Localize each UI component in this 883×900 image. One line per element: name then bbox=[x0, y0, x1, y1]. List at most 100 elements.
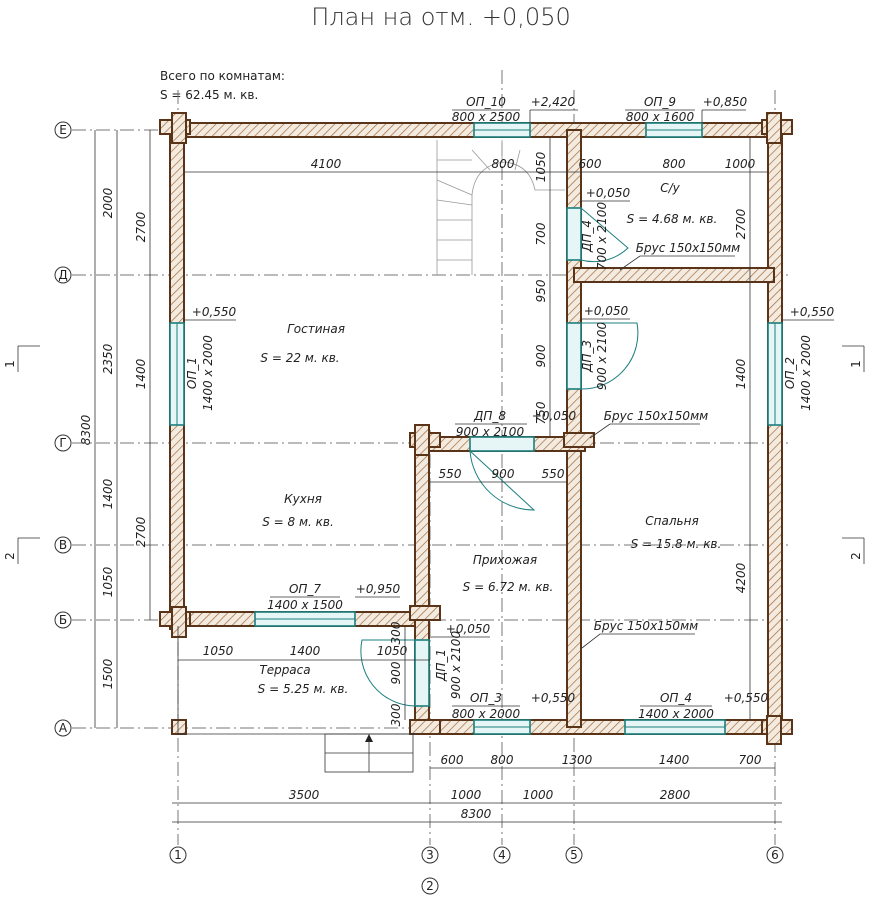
svg-text:2: 2 bbox=[426, 879, 434, 893]
door-dp1 bbox=[360, 639, 430, 707]
axis-marker-e: Е bbox=[54, 121, 72, 139]
svg-text:600: 600 bbox=[579, 157, 602, 171]
svg-text:2: 2 bbox=[849, 552, 863, 560]
label-op9: ОП_9 800 х 1600 +0,850 bbox=[625, 95, 748, 124]
room-terrace-area: S = 5.25 м. кв. bbox=[258, 682, 349, 696]
axis-marker-4: 4 bbox=[493, 846, 511, 864]
svg-text:1400 х 1500: 1400 х 1500 bbox=[267, 598, 343, 612]
svg-text:6: 6 bbox=[771, 848, 779, 862]
svg-text:4100: 4100 bbox=[311, 157, 342, 171]
room-hall-name: Прихожая bbox=[473, 553, 537, 567]
svg-text:Г: Г bbox=[59, 436, 66, 450]
svg-text:2000: 2000 bbox=[101, 187, 115, 218]
svg-text:1050: 1050 bbox=[534, 151, 548, 182]
svg-text:+0,850: +0,850 bbox=[703, 95, 748, 109]
svg-text:ОП_7: ОП_7 bbox=[289, 582, 321, 596]
svg-text:800 х 1600: 800 х 1600 bbox=[626, 110, 695, 124]
entrance-steps bbox=[324, 733, 414, 773]
svg-text:900 х 2100: 900 х 2100 bbox=[449, 631, 463, 700]
svg-text:700 х 2100: 700 х 2100 bbox=[595, 202, 609, 271]
svg-text:ОП_2: ОП_2 bbox=[783, 357, 797, 389]
section-mark-1-left: 1 bbox=[3, 345, 40, 372]
svg-text:ОП_3: ОП_3 bbox=[470, 691, 502, 705]
svg-text:1000: 1000 bbox=[523, 788, 554, 802]
room-bath-name: С/у bbox=[660, 181, 680, 195]
svg-text:300: 300 bbox=[389, 621, 403, 644]
left-dimensions-outer: 2000 2350 1400 1050 1500 bbox=[101, 130, 118, 728]
svg-text:А: А bbox=[59, 721, 68, 735]
svg-text:800: 800 bbox=[491, 753, 514, 767]
svg-text:1400: 1400 bbox=[734, 358, 748, 389]
bottom-dimensions-1: 600 800 1300 1400 700 bbox=[430, 753, 775, 769]
window-op1 bbox=[169, 322, 185, 426]
room-terrace-name: Терраса bbox=[259, 663, 310, 677]
svg-text:Е: Е bbox=[59, 123, 67, 137]
svg-text:5: 5 bbox=[570, 848, 578, 862]
svg-text:2800: 2800 bbox=[660, 788, 691, 802]
svg-text:1400: 1400 bbox=[101, 478, 115, 509]
label-op10: ОП_10 800 х 2500 +2,420 bbox=[452, 95, 578, 124]
room-bath-area: S = 4.68 м. кв. bbox=[627, 212, 718, 226]
axis-marker-d: Д bbox=[54, 266, 72, 284]
svg-text:900 х 2100: 900 х 2100 bbox=[595, 322, 609, 391]
room-living-area: S = 22 м. кв. bbox=[260, 351, 339, 365]
section-mark-2-left: 2 bbox=[3, 537, 40, 564]
svg-text:950: 950 bbox=[534, 279, 548, 302]
svg-text:600: 600 bbox=[441, 753, 464, 767]
label-dp8: ДП_8 900 х 2100 +0,050 bbox=[455, 409, 577, 439]
beam-note-3: Брус 150х150мм bbox=[581, 619, 698, 649]
svg-text:1050: 1050 bbox=[203, 644, 234, 658]
svg-text:2700: 2700 bbox=[134, 211, 148, 242]
window-op7 bbox=[254, 611, 356, 627]
svg-text:2700: 2700 bbox=[734, 208, 748, 239]
right-dimensions: 2700 1400 4200 bbox=[734, 137, 751, 720]
svg-text:Б: Б bbox=[59, 613, 67, 627]
left-dimensions-inner: 2700 1400 2700 bbox=[134, 130, 151, 620]
door-dp8 bbox=[469, 436, 536, 511]
svg-text:Брус 150х150мм: Брус 150х150мм bbox=[594, 619, 698, 633]
svg-text:ДП_4: ДП_4 bbox=[580, 220, 594, 253]
room-bedroom-area: S = 15.8 м. кв. bbox=[631, 537, 722, 551]
svg-text:+0,550: +0,550 bbox=[531, 691, 576, 705]
svg-text:+0,550: +0,550 bbox=[724, 691, 769, 705]
svg-text:+0,950: +0,950 bbox=[356, 582, 401, 596]
axis-marker-a: А bbox=[54, 719, 72, 737]
svg-text:Брус 150х150мм: Брус 150х150мм bbox=[636, 241, 740, 255]
plan-title: План на отм. +0,050 bbox=[311, 3, 570, 31]
beam-note-1: Брус 150х150мм bbox=[619, 241, 740, 271]
svg-text:+0,550: +0,550 bbox=[192, 305, 237, 319]
svg-text:900: 900 bbox=[389, 661, 403, 684]
svg-text:1050: 1050 bbox=[101, 566, 115, 597]
svg-text:ДП_1: ДП_1 bbox=[434, 649, 448, 682]
svg-text:1400: 1400 bbox=[290, 644, 321, 658]
axis-marker-g: Г bbox=[54, 434, 72, 452]
svg-text:900: 900 bbox=[492, 467, 515, 481]
svg-text:+0,050: +0,050 bbox=[532, 409, 577, 423]
label-dp1: +0,050 ДП_1 900 х 2100 bbox=[429, 622, 491, 699]
beam-note-2: Брус 150х150мм bbox=[589, 409, 708, 439]
svg-text:1: 1 bbox=[849, 360, 863, 368]
section-mark-1-right: 1 bbox=[842, 345, 865, 372]
summary-area: S = 62.45 м. кв. bbox=[160, 88, 258, 102]
svg-text:8300: 8300 bbox=[461, 807, 492, 821]
window-op10 bbox=[473, 122, 531, 138]
svg-text:900: 900 bbox=[534, 344, 548, 367]
svg-text:3500: 3500 bbox=[289, 788, 320, 802]
svg-text:ОП_9: ОП_9 bbox=[644, 95, 676, 109]
room-hall-area: S = 6.72 м. кв. bbox=[463, 580, 554, 594]
svg-text:800 х 2500: 800 х 2500 bbox=[452, 110, 521, 124]
svg-text:ОП_4: ОП_4 bbox=[660, 691, 692, 705]
axis-marker-v: В bbox=[54, 536, 72, 554]
svg-text:ДП_3: ДП_3 bbox=[580, 340, 594, 373]
svg-text:2700: 2700 bbox=[134, 516, 148, 547]
svg-text:+0,050: +0,050 bbox=[584, 304, 629, 318]
svg-text:ОП_10: ОП_10 bbox=[466, 95, 506, 109]
room-bedroom-name: Спальня bbox=[645, 514, 698, 528]
staircase bbox=[436, 140, 565, 275]
axis-marker-5: 5 bbox=[565, 846, 583, 864]
axis-marker-1: 1 bbox=[169, 846, 187, 864]
svg-text:550: 550 bbox=[439, 467, 462, 481]
svg-text:В: В bbox=[59, 538, 67, 552]
svg-text:300: 300 bbox=[389, 703, 403, 726]
svg-text:1000: 1000 bbox=[451, 788, 482, 802]
